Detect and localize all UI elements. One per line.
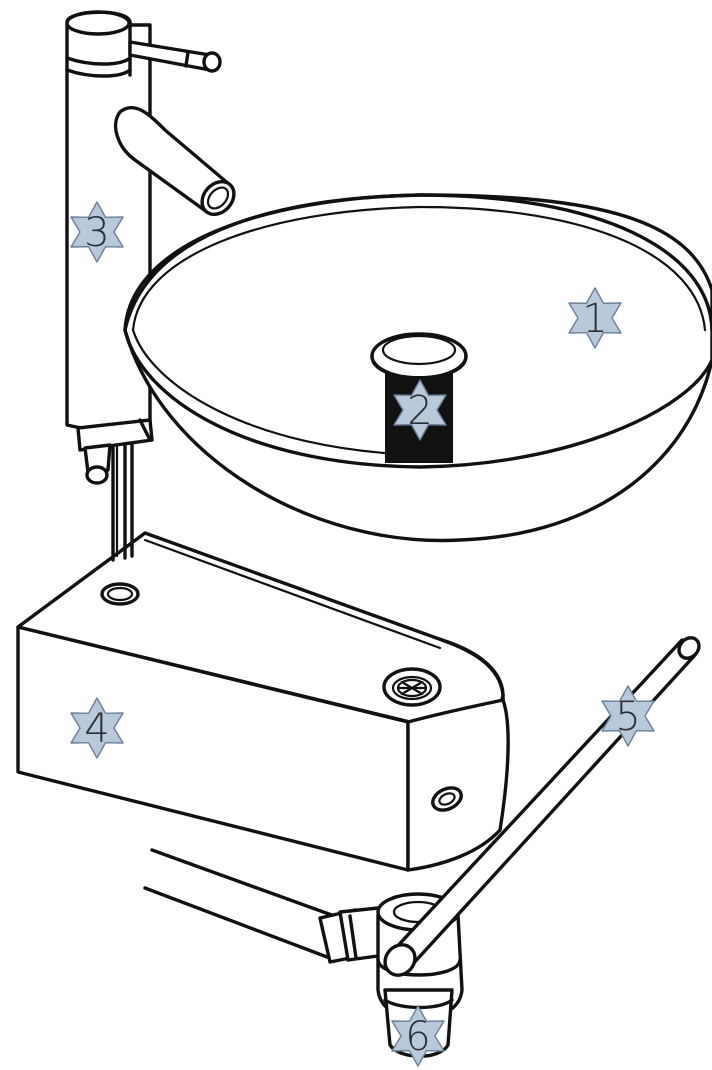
marker-number: 6	[405, 1014, 430, 1060]
marker-number: 4	[84, 706, 109, 752]
supply-lines	[113, 440, 132, 560]
marker-number: 3	[84, 210, 109, 256]
marker-number: 2	[407, 388, 432, 434]
marker-number: 1	[582, 296, 607, 342]
vanity-cabinet	[18, 533, 508, 870]
marker-number: 5	[615, 694, 640, 740]
wall-drain-pipe	[145, 850, 385, 962]
